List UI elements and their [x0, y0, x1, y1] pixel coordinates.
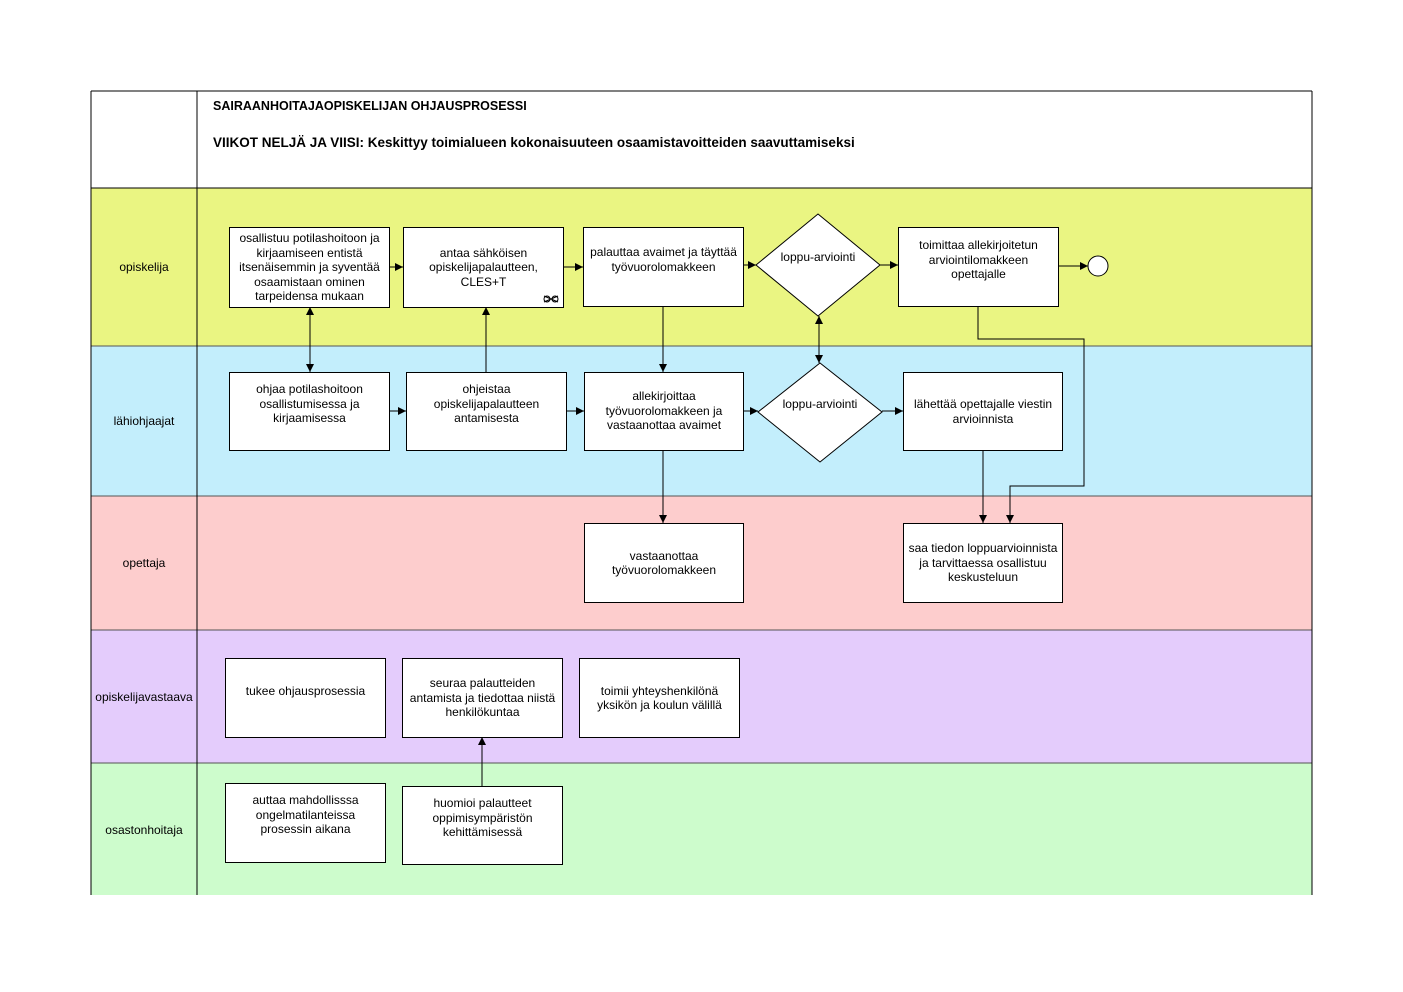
step-text: auttaa mahdollisssa ongelmatilanteissa p… [252, 793, 359, 836]
step-saa-tiedon-loppuarvioinnista: saa tiedon loppuarvioinnista ja tarvitta… [903, 523, 1063, 603]
link-icon [543, 295, 559, 303]
step-text: seuraa palautteiden antamista ja tiedott… [409, 676, 556, 720]
step-text: palauttaa avaimet ja täyttää työvuorolom… [590, 245, 737, 274]
lane-borders [90, 90, 1313, 895]
decision-text-opiskelija: loppu-arviointi [780, 250, 856, 264]
step-allekirjoittaa-tyovuorolomakkeen: allekirjoittaa työvuorolomakkeen ja vast… [584, 372, 744, 451]
step-text: toimittaa allekirjoitetun arviointilomak… [919, 238, 1038, 281]
step-text: allekirjoittaa työvuorolomakkeen ja vast… [605, 389, 723, 432]
step-text: tukee ohjausprosessia [245, 684, 366, 698]
arrow-s5-t2 [977, 307, 1085, 523]
header-lane-bg [91, 91, 1312, 188]
step-palauttaa-avaimet: palauttaa avaimet ja täyttää työvuorolom… [583, 227, 744, 307]
step-text: toimii yhteyshenkilönä yksikön ja koulun… [597, 683, 722, 713]
lane-label-lahiohjaajat: lähiohjaajat [113, 414, 175, 428]
lane-label-opiskelijavastaava: opiskelijavastaava [95, 690, 193, 704]
step-text: osallistuu potilashoitoon ja kirjaamisee… [239, 231, 380, 304]
step-lahettaa-viestin: lähettää opettajalle viestin arvioinnist… [903, 372, 1063, 451]
step-text: lähettää opettajalle viestin arvioinnist… [913, 397, 1053, 426]
step-antaa-palautteen: antaa sähköisen opiskelijapalautteen, CL… [403, 227, 564, 308]
step-text: saa tiedon loppuarvioinnista ja tarvitta… [908, 541, 1058, 585]
end-event-circle [1087, 255, 1109, 277]
step-vastaanottaa-tyovuorolomakkeen: vastaanottaa työvuorolomakkeen [584, 523, 744, 603]
step-toimii-yhteyshenkilona: toimii yhteyshenkilönä yksikön ja koulun… [579, 658, 740, 738]
decision-diamond-lahiohjaajat [757, 362, 883, 463]
step-text: huomioi palautteet oppimisympäristön keh… [432, 796, 533, 839]
step-tukee-ohjausprosessia: tukee ohjausprosessia [225, 658, 386, 738]
step-auttaa-ongelmatilanteissa: auttaa mahdollisssa ongelmatilanteissa p… [225, 783, 386, 863]
decision-text-lahiohjaajat: loppu-arviointi [782, 397, 858, 411]
lane-label-opiskelija: opiskelija [119, 260, 169, 274]
lane-label-osastonhoitaja: osastonhoitaja [105, 823, 183, 837]
step-toimittaa-arviointilomakkeen: toimittaa allekirjoitetun arviointilomak… [898, 227, 1059, 307]
step-huomioi-palautteet: huomioi palautteet oppimisympäristön keh… [402, 786, 563, 865]
diagram-title: SAIRAANHOITAJAOPISKELIJAN OHJAUSPROSESSI [213, 99, 527, 113]
step-ohjeistaa-palautteen: ohjeistaa opiskelijapalautteen antamises… [406, 372, 567, 451]
lane-label-opettaja: opettaja [122, 556, 166, 570]
step-ohjaa-potilashoitoon: ohjaa potilashoitoon osallistumisessa ja… [229, 372, 390, 451]
diagram-subtitle: VIIKOT NELJÄ JA VIISI: Keskittyy toimial… [213, 135, 855, 150]
step-text: ohjaa potilashoitoon osallistumisessa ja… [256, 382, 363, 425]
step-seuraa-palautteiden-antamista: seuraa palautteiden antamista ja tiedott… [402, 658, 563, 738]
connectors [306, 261, 1088, 786]
step-text: antaa sähköisen opiskelijapalautteen, CL… [429, 245, 538, 289]
step-text: ohjeistaa opiskelijapalautteen antamises… [433, 382, 540, 425]
step-text: vastaanottaa työvuorolomakkeen [611, 548, 717, 578]
step-osallistuu-potilashoitoon: osallistuu potilashoitoon ja kirjaamisee… [229, 227, 390, 308]
